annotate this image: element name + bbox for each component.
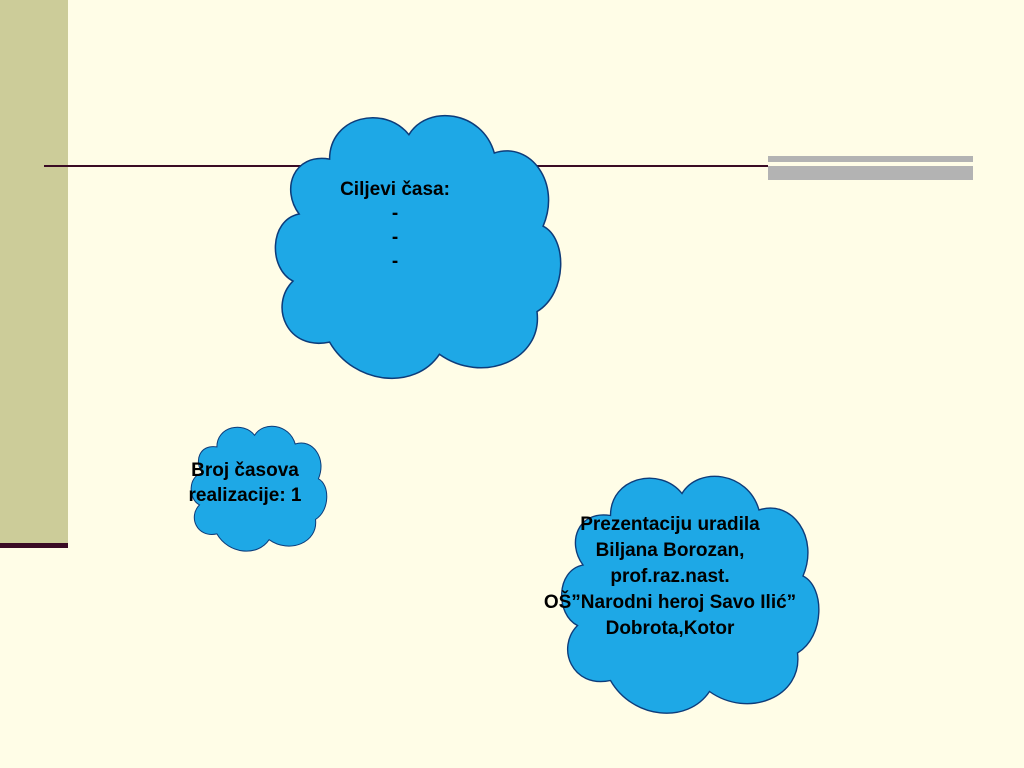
goals-item: - <box>391 203 399 224</box>
side-decor-bar <box>0 0 68 545</box>
goals-item: - <box>391 227 399 248</box>
author-line: Biljana Borozan, <box>595 540 745 561</box>
title-divider-accent <box>768 156 973 180</box>
author-line: OŠ”Narodni heroj Savo Ilić” <box>543 592 797 613</box>
side-bar-underline <box>0 543 68 548</box>
author-line: prof.raz.nast. <box>610 566 730 587</box>
hours-text: Broj časova realizacije: 1 <box>140 458 350 508</box>
author-line: Prezentaciju uradila <box>580 514 760 535</box>
author-text: Prezentaciju uradila Biljana Borozan, pr… <box>480 512 860 642</box>
hours-line: Broj časova <box>191 460 299 481</box>
author-line: Dobrota,Kotor <box>605 618 735 639</box>
goals-item: - <box>391 251 399 272</box>
goals-text: Ciljevi časa: - - - <box>290 178 500 274</box>
goals-heading: Ciljevi časa: <box>340 179 450 200</box>
hours-line: realizacije: 1 <box>188 485 302 506</box>
